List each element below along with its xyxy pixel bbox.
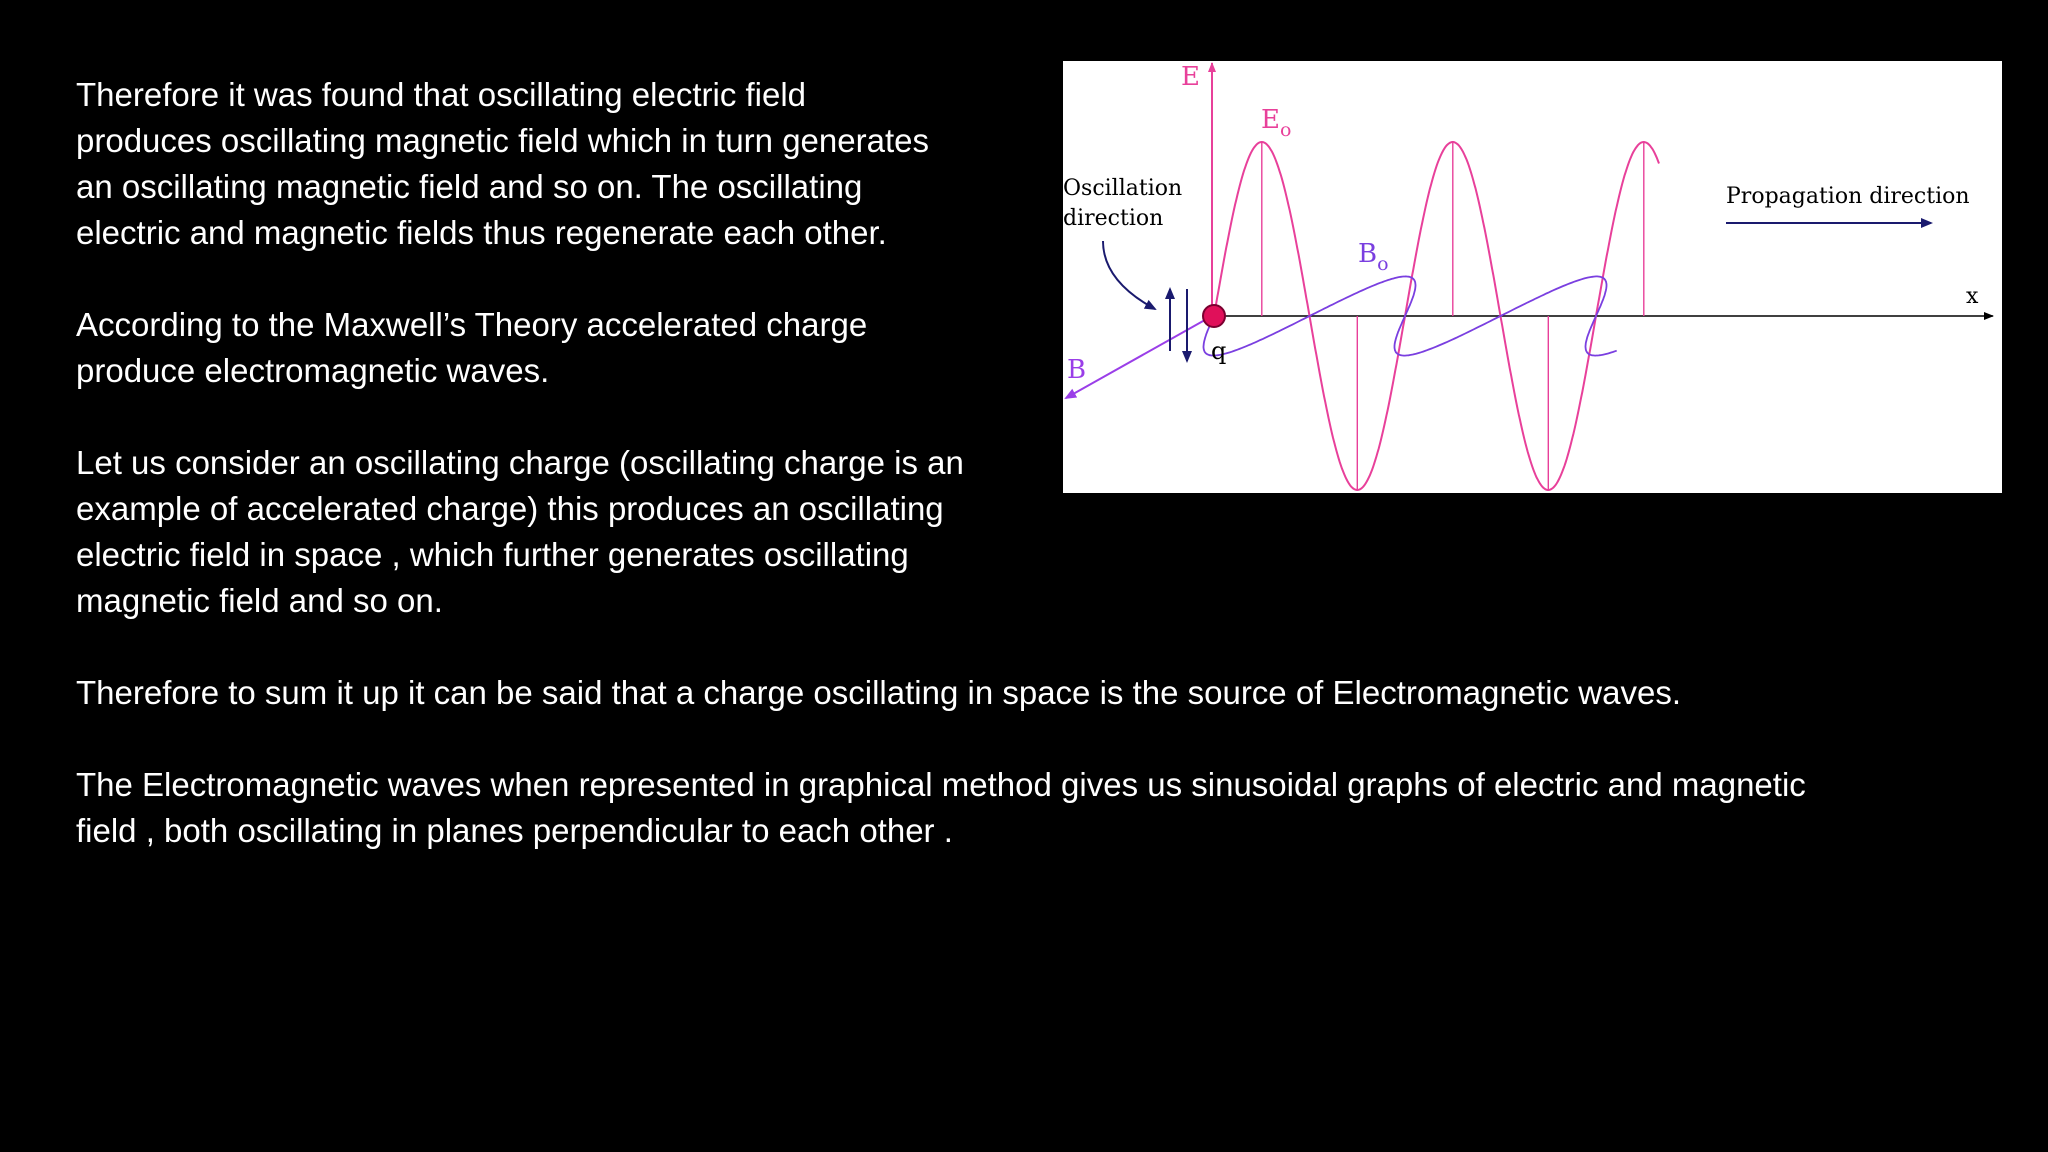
paragraph-oscillating-charge: Let us consider an oscillating charge (o…: [76, 444, 964, 619]
em-wave-svg: E Eo Bo B x q Oscillation direction Prop…: [1063, 62, 1994, 492]
label-b0: Bo: [1358, 239, 1389, 275]
label-oscillation-line2: direction: [1063, 206, 1163, 231]
magnetic-field-wave: [1202, 275, 1617, 357]
label-oscillation-line1: Oscillation: [1063, 176, 1182, 201]
electric-field-wave: [1213, 140, 1660, 492]
label-e: E: [1181, 62, 1200, 92]
paragraph-graphical-representation: The Electromagnetic waves when represent…: [76, 766, 1806, 849]
b-axis: [1064, 315, 1213, 399]
charge-q: [1202, 304, 1226, 328]
label-x: x: [1966, 284, 1979, 309]
electric-field-vectors: [1261, 142, 1645, 490]
paragraph-regeneration: Therefore it was found that oscillating …: [76, 76, 929, 251]
label-b: B: [1067, 355, 1086, 385]
em-wave-diagram: E Eo Bo B x q Oscillation direction Prop…: [1063, 61, 2002, 493]
paragraph-maxwell-theory: According to the Maxwell’s Theory accele…: [76, 306, 868, 389]
label-q: q: [1211, 337, 1226, 365]
label-e0: Eo: [1261, 105, 1291, 141]
oscillation-pointer-arrow: [1102, 240, 1157, 310]
paragraph-summary: Therefore to sum it up it can be said th…: [76, 674, 1681, 711]
label-propagation-direction: Propagation direction: [1726, 184, 1970, 209]
